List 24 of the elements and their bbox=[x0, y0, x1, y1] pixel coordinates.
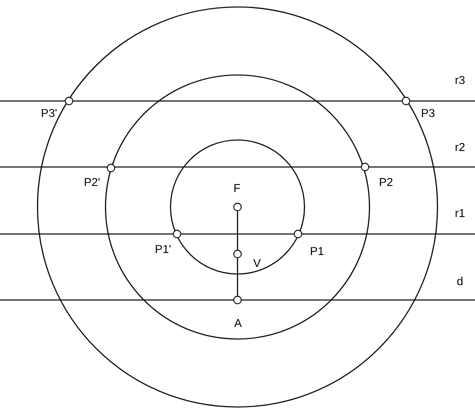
point bbox=[294, 230, 302, 238]
point-label: P2 bbox=[380, 178, 392, 186]
line-label: r3 bbox=[456, 76, 465, 84]
segment bbox=[236, 211, 238, 250]
point bbox=[233, 250, 242, 258]
point bbox=[106, 164, 116, 172]
point-label: F bbox=[234, 184, 240, 192]
point bbox=[233, 296, 242, 304]
point bbox=[172, 230, 182, 238]
point bbox=[360, 162, 370, 172]
point-label: A bbox=[234, 319, 242, 327]
point bbox=[402, 96, 410, 106]
point-label: P1 bbox=[310, 247, 324, 255]
point-label: P3' bbox=[42, 108, 57, 118]
line-label: r2 bbox=[456, 143, 465, 151]
segment bbox=[236, 258, 238, 296]
point-label: P3 bbox=[422, 108, 434, 118]
point-label: V bbox=[253, 259, 261, 267]
line-label: d bbox=[457, 276, 462, 286]
point-label: P2' bbox=[84, 178, 100, 186]
point bbox=[233, 202, 242, 212]
point bbox=[64, 96, 74, 106]
point-label: P1' bbox=[156, 245, 171, 253]
line-label: r1 bbox=[456, 209, 465, 217]
